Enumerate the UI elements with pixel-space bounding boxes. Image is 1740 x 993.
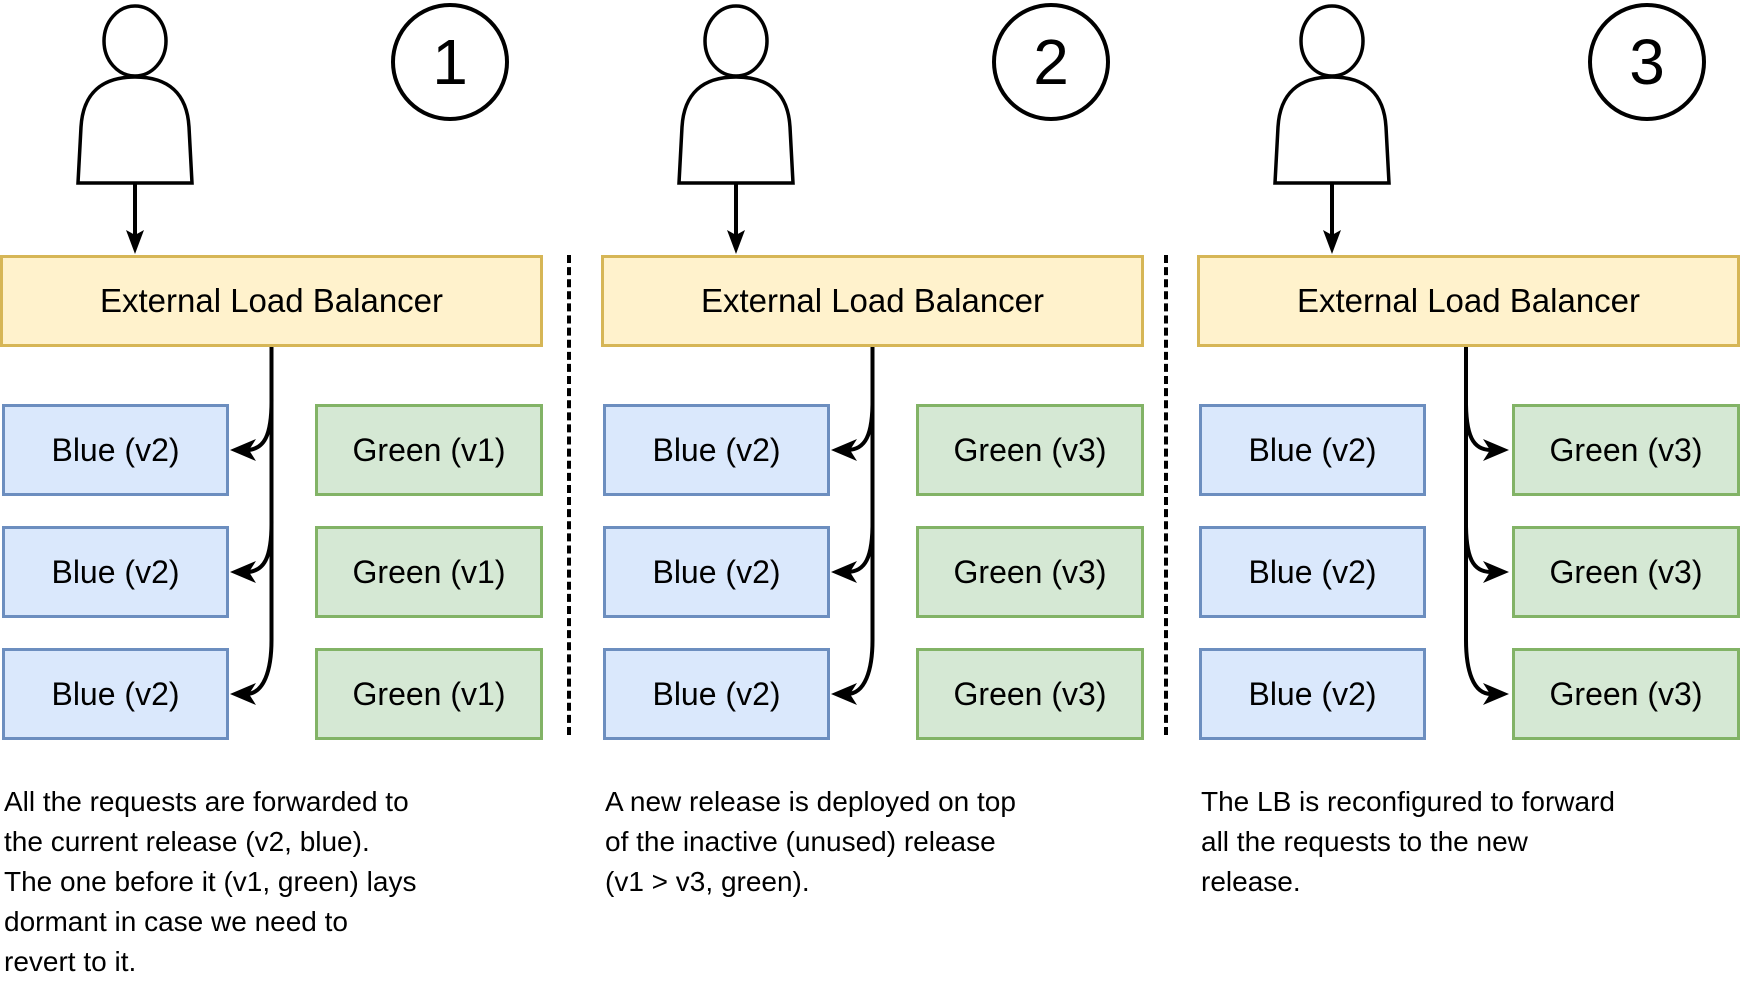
user-icon [76,4,194,185]
panel-step-1: 1 External Load Balancer Blue (v2) Blue … [0,0,560,993]
user-icon [1273,4,1391,185]
step-number: 3 [1629,26,1665,98]
green-server-label: Green (v1) [352,553,506,590]
panel-step-2: 2 External Load Balancer Blue (v2) Blue … [601,0,1161,993]
blue-server-box: Blue (v2) [603,404,830,496]
green-server-box: Green (v3) [916,648,1144,740]
green-server-box: Green (v1) [315,404,543,496]
blue-server-box: Blue (v2) [2,526,229,618]
panel-step-3: 3 External Load Balancer Blue (v2) Blue … [1197,0,1740,993]
blue-server-label: Blue (v2) [51,553,180,590]
user-to-lb-arrow-icon [126,183,144,254]
step-badge: 3 [1588,3,1706,121]
load-balancer-box: External Load Balancer [601,255,1144,347]
lb-to-green-flow-arrows [1463,347,1509,705]
blue-server-box: Blue (v2) [2,648,229,740]
blue-server-label: Blue (v2) [652,553,781,590]
step-number: 1 [432,26,468,98]
green-server-box: Green (v1) [315,648,543,740]
blue-server-box: Blue (v2) [2,404,229,496]
green-server-label: Green (v3) [953,675,1107,712]
blue-server-box: Blue (v2) [603,648,830,740]
lb-to-blue-flow-arrows [831,347,875,705]
green-server-label: Green (v3) [1549,553,1703,590]
panel-divider [567,255,571,735]
green-server-box: Green (v3) [1512,526,1740,618]
load-balancer-label: External Load Balancer [99,282,444,319]
green-server-label: Green (v3) [1549,675,1703,712]
panel-caption: A new release is deployed on top of the … [605,786,1016,897]
user-to-lb-arrow-icon [727,183,745,254]
blue-server-label: Blue (v2) [652,675,781,712]
blue-server-box: Blue (v2) [603,526,830,618]
blue-server-label: Blue (v2) [51,675,180,712]
blue-server-label: Blue (v2) [1248,675,1377,712]
green-server-box: Green (v3) [916,404,1144,496]
user-to-lb-arrow-icon [1323,183,1341,254]
blue-server-box: Blue (v2) [1199,404,1426,496]
blue-server-box: Blue (v2) [1199,526,1426,618]
load-balancer-label: External Load Balancer [700,282,1045,319]
green-server-label: Green (v3) [953,553,1107,590]
blue-server-label: Blue (v2) [1248,553,1377,590]
panel-caption: The LB is reconfigured to forward all th… [1201,786,1615,897]
step-badge: 1 [391,3,509,121]
lb-to-blue-flow-arrows [230,347,274,705]
green-server-box: Green (v1) [315,526,543,618]
green-server-box: Green (v3) [916,526,1144,618]
load-balancer-box: External Load Balancer [0,255,543,347]
green-server-label: Green (v1) [352,431,506,468]
step-badge: 2 [992,3,1110,121]
panel-divider [1164,255,1168,735]
blue-server-label: Blue (v2) [1248,431,1377,468]
green-server-label: Green (v3) [1549,431,1703,468]
green-server-box: Green (v3) [1512,404,1740,496]
load-balancer-box: External Load Balancer [1197,255,1740,347]
load-balancer-label: External Load Balancer [1296,282,1641,319]
step-number: 2 [1033,26,1069,98]
green-server-box: Green (v3) [1512,648,1740,740]
user-icon [677,4,795,185]
green-server-label: Green (v1) [352,675,506,712]
green-server-label: Green (v3) [953,431,1107,468]
blue-server-label: Blue (v2) [51,431,180,468]
blue-server-label: Blue (v2) [652,431,781,468]
blue-server-box: Blue (v2) [1199,648,1426,740]
panel-caption: All the requests are forwarded to the cu… [4,786,417,977]
